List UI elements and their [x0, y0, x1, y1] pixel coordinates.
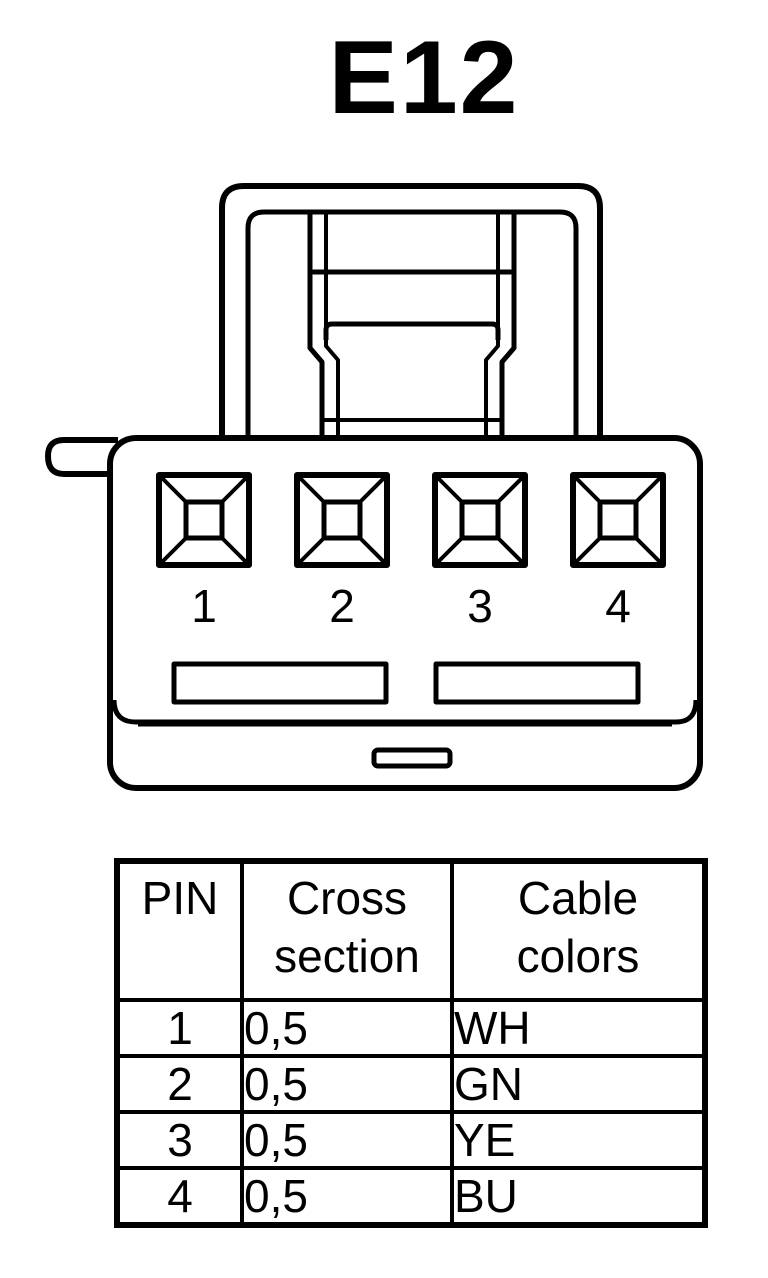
coding-slot-right	[433, 661, 641, 705]
pin-cavity-2	[294, 472, 390, 568]
connector-diagram: 1 2 3 4	[45, 183, 703, 791]
pin-label-3: 3	[467, 580, 493, 632]
pin-label-4: 4	[605, 580, 631, 632]
table-row: 4 0,5 BU	[115, 1166, 707, 1227]
pin-assignment-table: PIN Cross section Cable colors 1 0,5 WH …	[114, 858, 708, 1228]
table-row: 3 0,5 YE	[115, 1110, 707, 1170]
cell-cable-color: BU	[450, 1166, 707, 1227]
cell-pin: 4	[115, 1166, 244, 1227]
pin-label-2: 2	[329, 580, 355, 632]
coding-slot-left	[171, 661, 389, 705]
cell-cross-section: 0,5	[240, 998, 454, 1058]
cell-cross-section: 0,5	[240, 1110, 454, 1170]
cell-pin: 3	[115, 1110, 244, 1170]
table-row: 1 0,5 WH	[115, 998, 707, 1058]
table-row: 2 0,5 GN	[115, 1054, 707, 1114]
cell-cross-section: 0,5	[240, 1166, 454, 1227]
cell-cable-color: GN	[450, 1054, 707, 1114]
base-slot	[371, 747, 453, 769]
pin-cavity-1	[156, 472, 252, 568]
latch-outer	[219, 183, 603, 440]
side-tab	[45, 437, 118, 477]
cell-cross-section: 0,5	[240, 1054, 454, 1114]
cell-pin: 2	[115, 1054, 244, 1114]
pin-cavity-3	[432, 472, 528, 568]
table-header-row: PIN Cross section Cable colors	[115, 859, 707, 1002]
header-pin: PIN	[115, 859, 244, 1002]
latch-inner	[245, 209, 579, 440]
cell-cable-color: YE	[450, 1110, 707, 1170]
header-cross-section: Cross section	[240, 859, 454, 1002]
cell-pin: 1	[115, 998, 244, 1058]
latch-tab	[307, 212, 325, 440]
connector-title: E12	[328, 20, 520, 136]
header-cable-colors: Cable colors	[450, 859, 707, 1002]
cell-cable-color: WH	[450, 998, 707, 1058]
pin-label-1: 1	[191, 580, 217, 632]
pin-cavity-4	[570, 472, 666, 568]
